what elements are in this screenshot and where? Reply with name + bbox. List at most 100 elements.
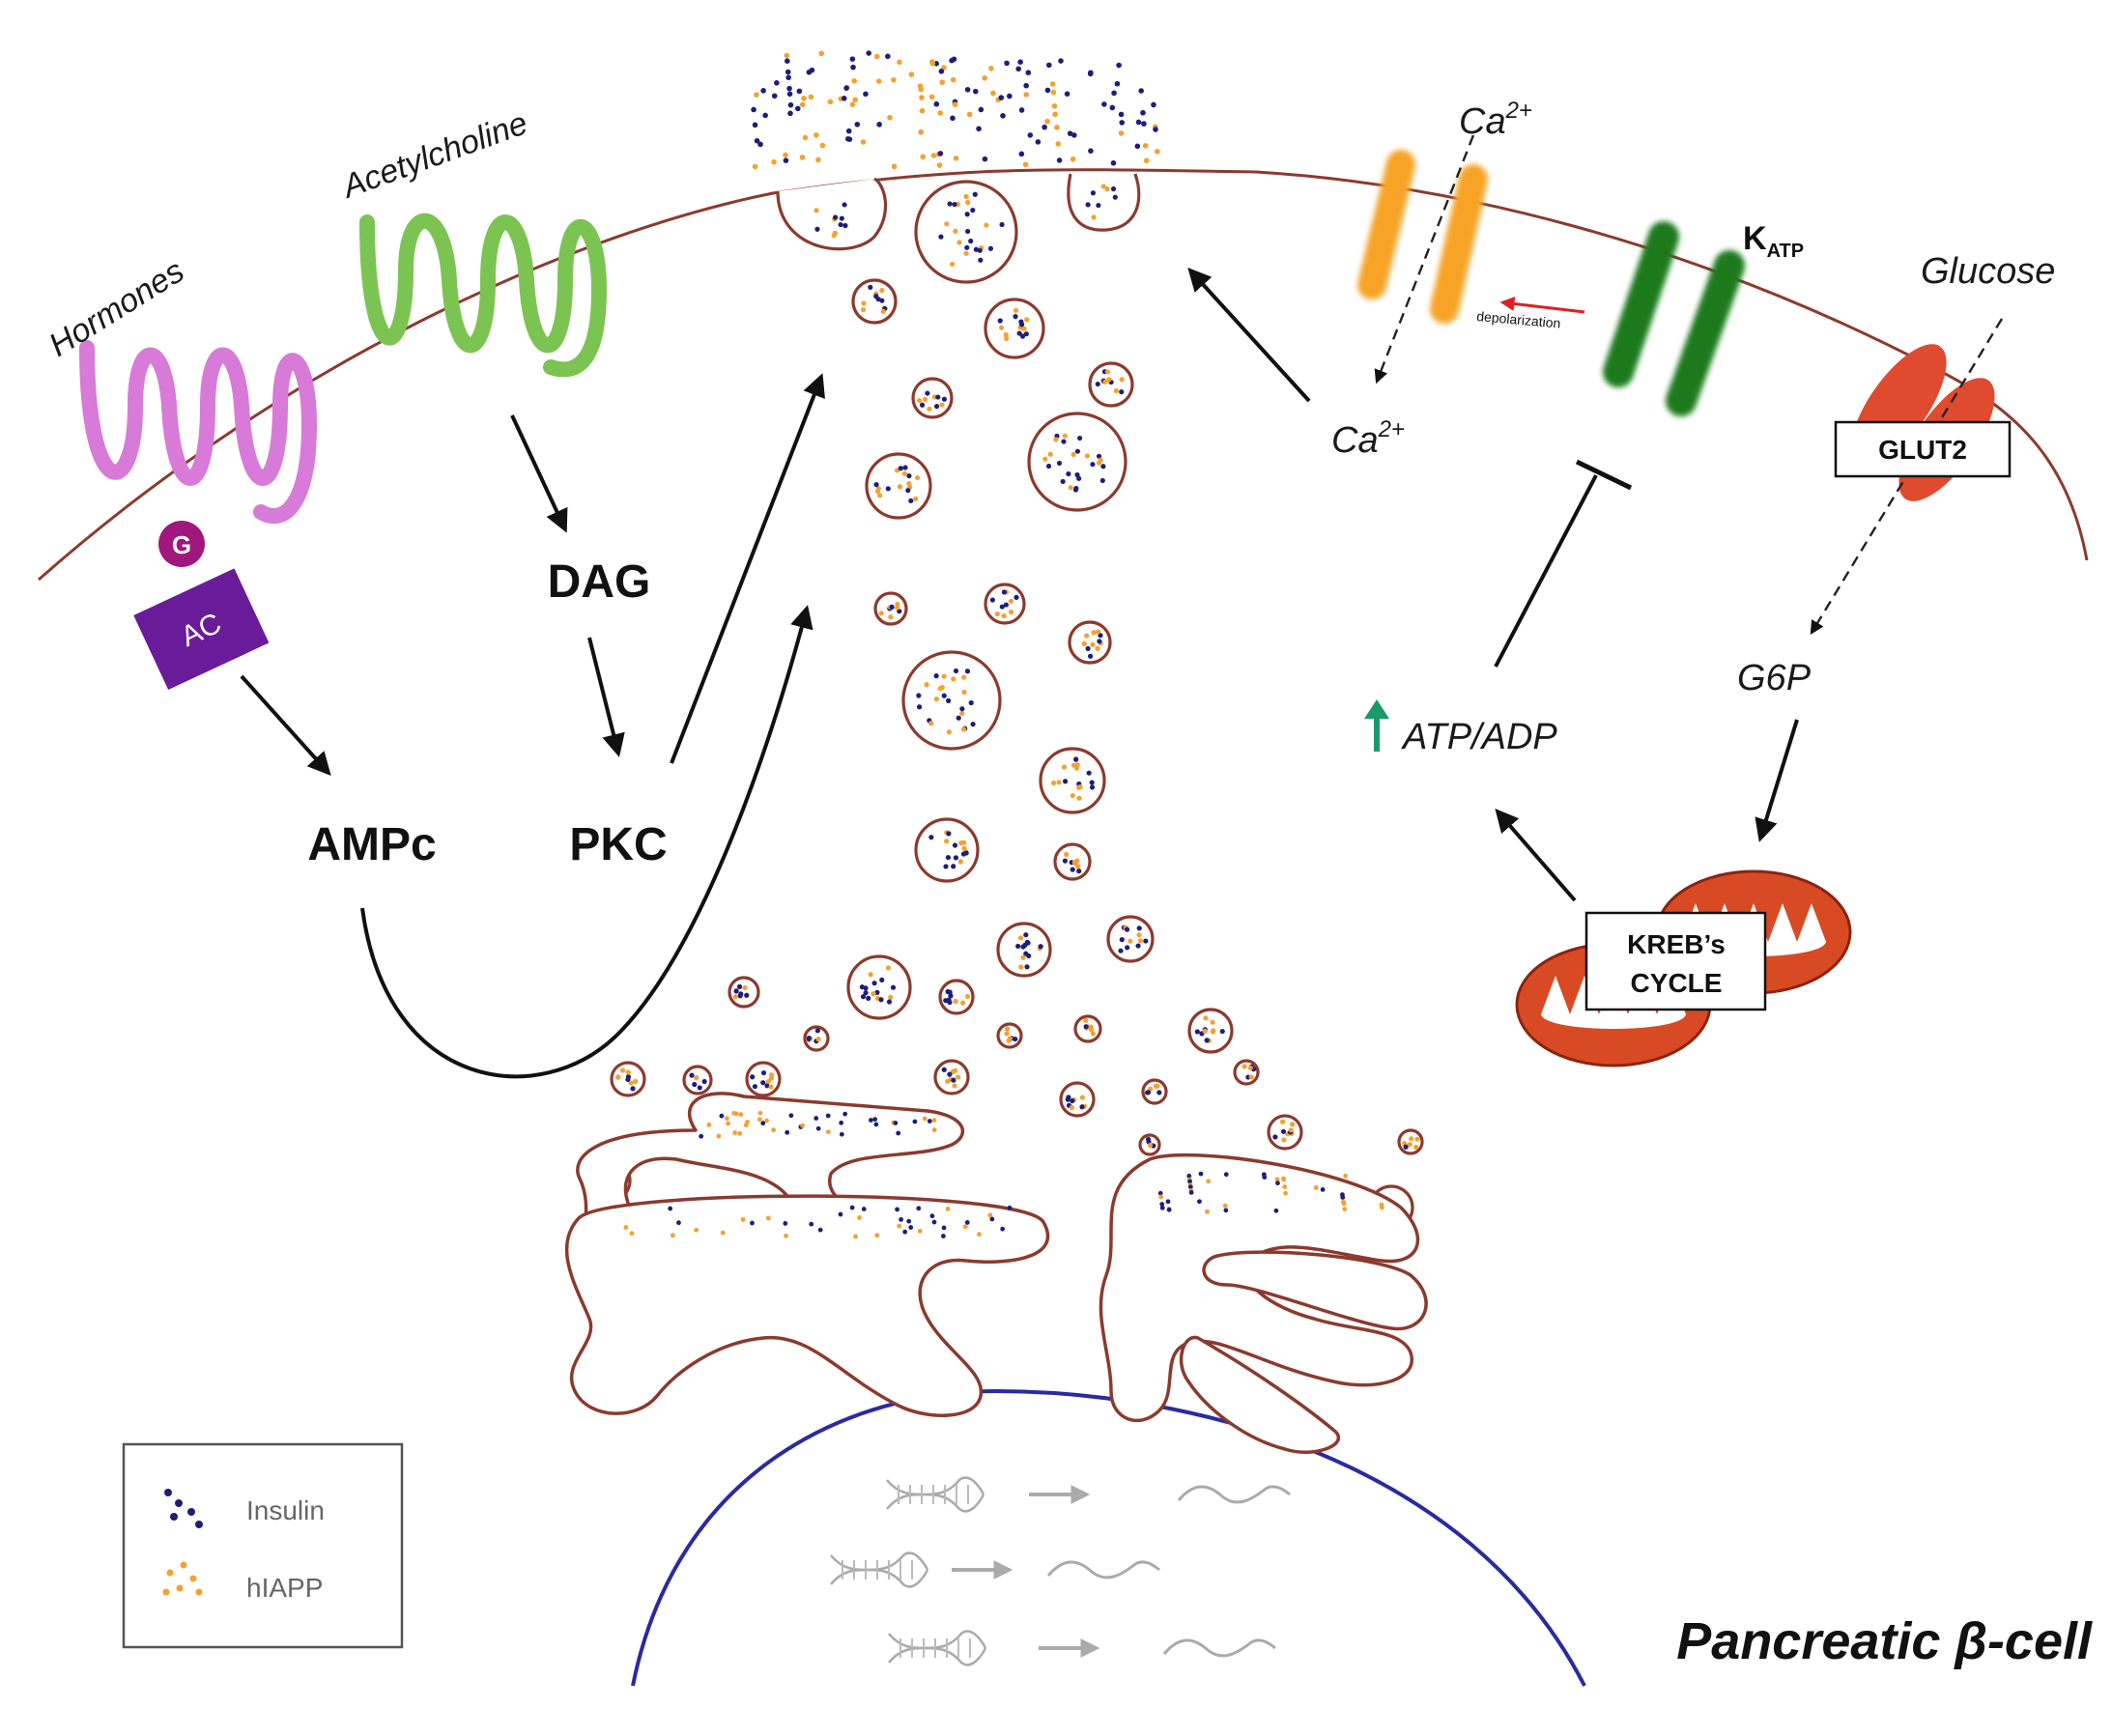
krebs-line2: CYCLE [1631,968,1723,998]
granule [788,1113,794,1119]
granule [863,91,869,98]
granule [1001,612,1007,619]
granule [940,1234,946,1238]
granule [918,86,925,93]
granule [1042,456,1048,462]
granule [1070,1097,1075,1104]
granule [1013,1036,1018,1042]
granule [913,496,919,501]
granule [801,96,807,101]
granule [809,67,815,73]
granule [989,1216,995,1222]
arrow-g6p-to-krebs [1755,719,1799,842]
granule [990,90,996,97]
granule [953,668,959,674]
granule [815,157,821,163]
vesicle [728,976,760,1009]
adenylyl-cyclase: AC [133,568,270,691]
granule [1290,1122,1296,1127]
vesicle [1039,747,1106,814]
granule [868,972,873,978]
calcium-inside-label: Ca2+ [1331,416,1405,461]
granule [914,474,921,481]
granule [1145,1090,1152,1096]
granule [901,470,907,476]
dna-strand [830,1551,929,1585]
granule [874,1233,880,1238]
vesicle [914,817,980,883]
granule [1088,1024,1094,1030]
granule [964,212,970,217]
granule [1053,437,1059,442]
granule [1157,1190,1163,1196]
mrna-icon [1046,1560,1160,1579]
granule [905,488,911,494]
granule [694,1227,699,1233]
granule [917,397,923,404]
granule [1018,964,1024,970]
krebs-line1: KREB’s [1627,929,1726,959]
glut2-box [1834,420,2012,478]
granule [851,78,857,84]
granule [1141,121,1147,127]
granule [1023,82,1029,89]
er-granules [623,1110,1384,1239]
calcium-influx-arrow [1374,134,1475,384]
granule [813,132,819,138]
granule [982,75,987,81]
granule [1087,653,1094,659]
mrna-icon [1177,1485,1291,1504]
granule [785,58,790,65]
granule [1112,194,1118,200]
granule [1023,932,1029,938]
granule [615,1074,621,1080]
granule [1070,451,1076,457]
hormone-receptor [79,340,317,525]
granule [1042,124,1047,130]
hiapp-dot [162,1588,170,1596]
granule [1026,953,1032,959]
er-bud [682,1065,713,1096]
granule [1159,1202,1165,1207]
granule [1116,62,1122,69]
granule [961,845,967,851]
granule [719,1113,725,1119]
granule [953,998,958,1005]
granule [998,325,1005,330]
granule [997,318,1003,324]
granule [1090,462,1096,468]
granule [938,68,945,74]
granule [1187,1184,1193,1190]
released-granules [751,50,1160,268]
granule [1084,633,1090,639]
granule [1008,609,1014,615]
granule [1008,598,1014,604]
granule [1015,66,1021,72]
granule [839,1131,844,1137]
granule [796,88,803,95]
granule [918,128,924,135]
granule [1102,379,1108,384]
granule [946,831,952,837]
granule [1069,1104,1074,1111]
granule [1288,1127,1294,1133]
granule [1137,938,1143,944]
granule [853,1234,858,1239]
granule [1050,89,1057,96]
granule [888,614,894,620]
granule [877,493,883,498]
granule [947,201,953,207]
granule [752,1084,758,1090]
granule [1061,439,1067,444]
granule [952,842,958,848]
granule [866,50,872,56]
granule [1109,104,1116,111]
granule [839,1120,844,1125]
granule [956,715,961,721]
granule [1056,460,1063,467]
granule [1095,381,1100,387]
granule [699,1133,704,1139]
granule [1045,62,1052,69]
granule [1242,1064,1247,1069]
granule [987,245,994,251]
